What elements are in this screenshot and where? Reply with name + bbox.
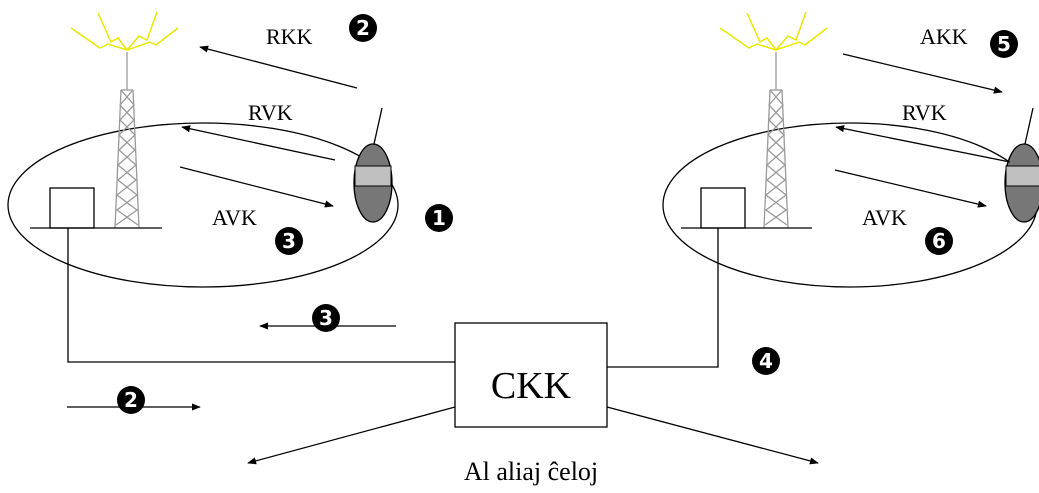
akk-arrow <box>842 53 1003 94</box>
right-wire <box>607 228 719 368</box>
rvk-left-label: RVK <box>248 100 293 125</box>
right-lightning-icon <box>719 11 828 51</box>
left-tower-icon <box>114 52 140 229</box>
step-marker-4: 4 <box>752 347 780 375</box>
to-other-cells-left-arrow <box>247 406 456 465</box>
left-lightning-icon <box>70 11 179 51</box>
svg-text:2: 2 <box>356 16 370 40</box>
rkk-arrow <box>199 45 358 89</box>
svg-text:6: 6 <box>932 229 946 253</box>
right-base-station <box>700 187 746 229</box>
ckk-label: CKK <box>491 365 572 407</box>
left-base-station <box>49 187 95 229</box>
rvk-left-arrow <box>181 125 336 161</box>
right-tower-icon <box>763 52 789 229</box>
left-wire <box>67 228 455 363</box>
rkk-label: RKK <box>266 24 313 49</box>
rvk-right-label: RVK <box>902 100 947 125</box>
step-marker-2-top: 2 <box>349 14 377 42</box>
ckk-box <box>454 322 608 428</box>
akk-label: AKK <box>920 24 968 49</box>
avk-right-arrow <box>834 169 987 208</box>
left-cell-ellipse <box>7 122 399 288</box>
step-marker-1: 1 <box>425 204 453 232</box>
avk-left-label: AVK <box>212 205 257 230</box>
step-marker-2-bottom: 2 <box>117 386 145 414</box>
svg-text:4: 4 <box>759 349 773 373</box>
step-marker-3-left: 3 <box>275 227 303 255</box>
rvk-right-arrow <box>835 125 1011 163</box>
step-marker-5: 5 <box>990 30 1018 58</box>
to-other-cells-right-arrow <box>606 406 819 465</box>
left-mobile-phone-icon <box>353 107 393 223</box>
other-cells-label: Al aliaj ĉeloj <box>464 457 598 486</box>
svg-text:3: 3 <box>319 306 333 330</box>
step-marker-6: 6 <box>925 227 953 255</box>
step-marker-3-mid: 3 <box>312 304 340 332</box>
avk-left-arrow <box>179 166 334 208</box>
avk-right-label: AVK <box>862 205 907 230</box>
svg-text:3: 3 <box>282 229 296 253</box>
svg-text:2: 2 <box>124 388 138 412</box>
svg-text:5: 5 <box>997 32 1011 56</box>
right-mobile-phone-icon <box>1004 107 1039 223</box>
svg-text:1: 1 <box>432 206 446 230</box>
